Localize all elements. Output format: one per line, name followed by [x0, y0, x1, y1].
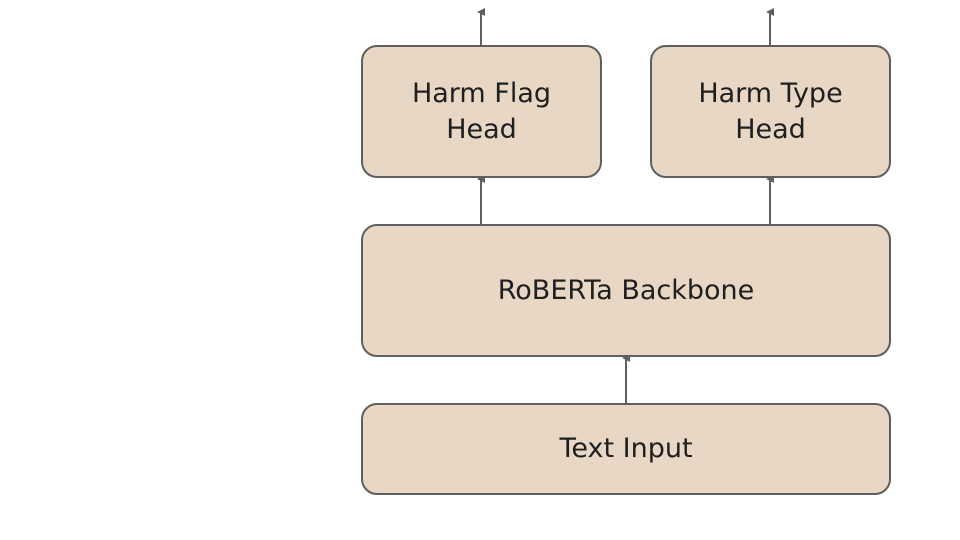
text-input-label: Text Input	[559, 433, 693, 464]
roberta-backbone-label: RoBERTa Backbone	[497, 274, 755, 306]
roberta-backbone-box: RoBERTa Backbone	[361, 224, 891, 357]
harm-type-head-label: Harm Type Head	[698, 77, 843, 145]
harm-type-head-box: Harm Type Head	[650, 45, 891, 178]
harm-flag-head-box: Harm Flag Head	[361, 45, 602, 178]
harm-flag-head-label: Harm Flag Head	[411, 77, 552, 145]
text-input-box: Text Input	[361, 403, 891, 495]
